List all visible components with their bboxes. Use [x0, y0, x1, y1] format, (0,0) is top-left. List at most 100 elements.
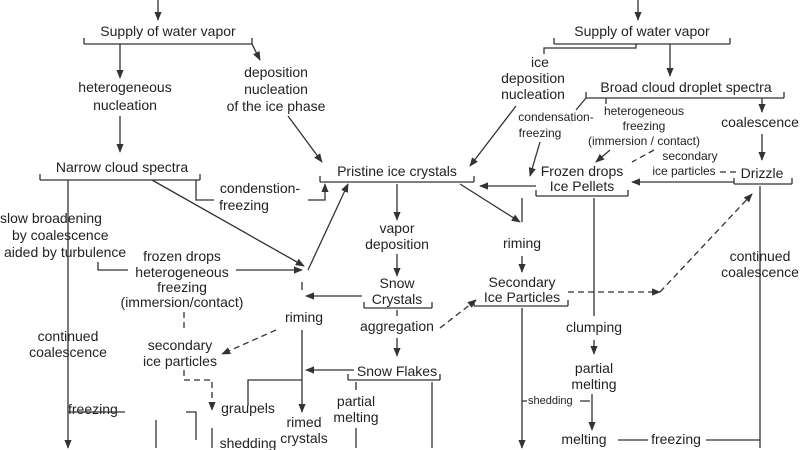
text-line: freezing	[623, 119, 666, 133]
text-line: Ice Particles	[484, 289, 560, 305]
left-supply-node: Supply of water vapor	[83, 23, 253, 45]
aggregation-label: aggregation	[360, 318, 434, 334]
text-line: ice	[531, 54, 549, 70]
text-line: Crystals	[372, 291, 423, 307]
text-line: secondary	[148, 337, 213, 353]
text-line: coalescence	[721, 264, 799, 280]
text-line: by coalescence	[12, 227, 109, 243]
text-line: melting	[333, 409, 378, 425]
slow-broadening-node: slow broadening by coalescence aided by …	[0, 210, 126, 260]
frozen-drops-node: Frozen drops Ice Pellets	[535, 163, 629, 197]
right-secondary-ice: secondary ice particles	[652, 149, 717, 178]
snow-flakes-bracket	[347, 374, 441, 381]
left-riming-label: riming	[285, 309, 323, 325]
left-deposition-nucleation: deposition nucleation of the ice phase	[227, 64, 326, 114]
snow-crystals-bracket	[363, 302, 433, 309]
drizzle-label: Drizzle	[741, 165, 784, 181]
text-line: aided by turbulence	[4, 244, 126, 260]
text-line: freezing	[157, 279, 207, 295]
secondary-ice-particles-node: Secondary Ice Particles	[473, 274, 569, 307]
text-line: heterogeneous	[135, 264, 228, 280]
right-supply-label: Supply of water vapor	[574, 23, 710, 39]
dash-secondary-frozen	[631, 149, 655, 163]
text-line: slow broadening	[0, 210, 102, 226]
text-line: continued	[38, 328, 99, 344]
secondary-particles-bracket	[473, 300, 569, 307]
graupels-label: graupels	[221, 400, 275, 416]
arrow-supply-deposition	[251, 43, 261, 61]
text-line: partial	[575, 360, 613, 376]
right-supply-bracket	[553, 38, 731, 45]
text-line: nucleation	[501, 86, 565, 102]
text-line: coalescence	[29, 344, 107, 360]
pristine-bracket	[319, 176, 475, 183]
dash-riming-secondary	[221, 329, 277, 355]
right-partial-melting: partial melting	[571, 360, 616, 392]
text-line: freezing	[519, 126, 562, 140]
right-continued-coalescence: continued coalescence	[721, 248, 799, 280]
arrow-icedep-pristine	[469, 105, 517, 167]
text-line: Secondary	[489, 274, 556, 290]
dash-aggregation-secondary	[439, 299, 477, 329]
broad-spectra-bracket	[585, 92, 785, 99]
right-coalescence-label: coalescence	[721, 114, 799, 130]
arrow-deposition-pristine	[287, 115, 323, 163]
text-line: Ice Pellets	[550, 178, 615, 194]
right-shedding-label: shedding	[528, 395, 573, 407]
text-line: secondary	[662, 149, 717, 163]
arrow-condensation-frozen	[528, 141, 541, 177]
line-broadening-frozen	[97, 262, 128, 271]
text-line: partial	[337, 393, 375, 409]
text-line: (immersion / contact)	[588, 134, 700, 148]
left-freezing-label: freezing	[68, 401, 118, 417]
text-line: condenstion-	[220, 180, 301, 196]
text-line: heterogeneous	[604, 104, 684, 118]
frozen-drops-bracket	[535, 190, 629, 197]
line-continued-freezing	[68, 411, 197, 440]
narrow-cloud-spectra-node: Narrow cloud spectra	[39, 159, 201, 181]
arrow-condensation-pristine	[308, 183, 329, 201]
text-line: Frozen drops	[541, 163, 623, 179]
narrow-spectra-bracket	[39, 174, 201, 181]
dash-to-drizzle	[659, 193, 753, 293]
left-shedding-label: shedding	[220, 435, 277, 450]
right-riming-label: riming	[503, 235, 541, 251]
pristine-ice-crystals-node: Pristine ice crystals	[319, 163, 475, 183]
arrow-pristine-riming-right	[459, 183, 521, 223]
arrow-het-frozen	[595, 149, 611, 163]
left-continued-coalescence: continued coalescence	[29, 328, 107, 360]
vapor-deposition-node: vapor deposition	[365, 220, 429, 252]
dash-secondary-graupels	[183, 370, 216, 411]
text-line: ice particles	[652, 164, 715, 178]
line-riming-graupels	[247, 379, 302, 406]
text-line: frozen drops	[143, 248, 221, 264]
drizzle-bracket	[733, 178, 793, 185]
right-melting-label: melting	[561, 431, 606, 447]
text-line: (immersion/contact)	[121, 294, 244, 310]
text-line: continued	[730, 248, 791, 264]
text-line: Snow	[379, 275, 415, 291]
clumping-label: clumping	[566, 319, 622, 335]
snow-flakes-label: Snow Flakes	[357, 363, 437, 379]
text-line: nucleation	[93, 97, 157, 113]
right-freezing-label: freezing	[651, 431, 701, 447]
broad-spectra-label: Broad cloud droplet spectra	[600, 79, 771, 95]
line-narrow-condensation	[195, 180, 214, 201]
text-line: deposition	[501, 70, 565, 86]
arrow-riming-pristine	[307, 183, 349, 271]
broad-droplet-spectra-node: Broad cloud droplet spectra	[585, 79, 785, 99]
line-broad-condensation	[575, 97, 587, 111]
left-secondary-ice: secondary ice particles	[143, 337, 217, 369]
text-line: ice particles	[143, 353, 217, 369]
text-line: rimed	[286, 414, 321, 430]
snow-crystals-node: Snow Crystals	[363, 275, 433, 309]
text-line: vapor	[379, 220, 414, 236]
text-line: freezing	[219, 197, 269, 213]
line-supply-ice-dep	[543, 44, 637, 54]
left-supply-label: Supply of water vapor	[100, 23, 236, 39]
pristine-label: Pristine ice crystals	[337, 163, 457, 179]
left-frozen-drops: frozen drops heterogeneous freezing (imm…	[121, 248, 244, 310]
right-condensation-freezing: condensation- freezing	[518, 110, 593, 140]
text-line: condensation-	[518, 110, 593, 124]
center-partial-melting: partial melting	[333, 393, 378, 425]
